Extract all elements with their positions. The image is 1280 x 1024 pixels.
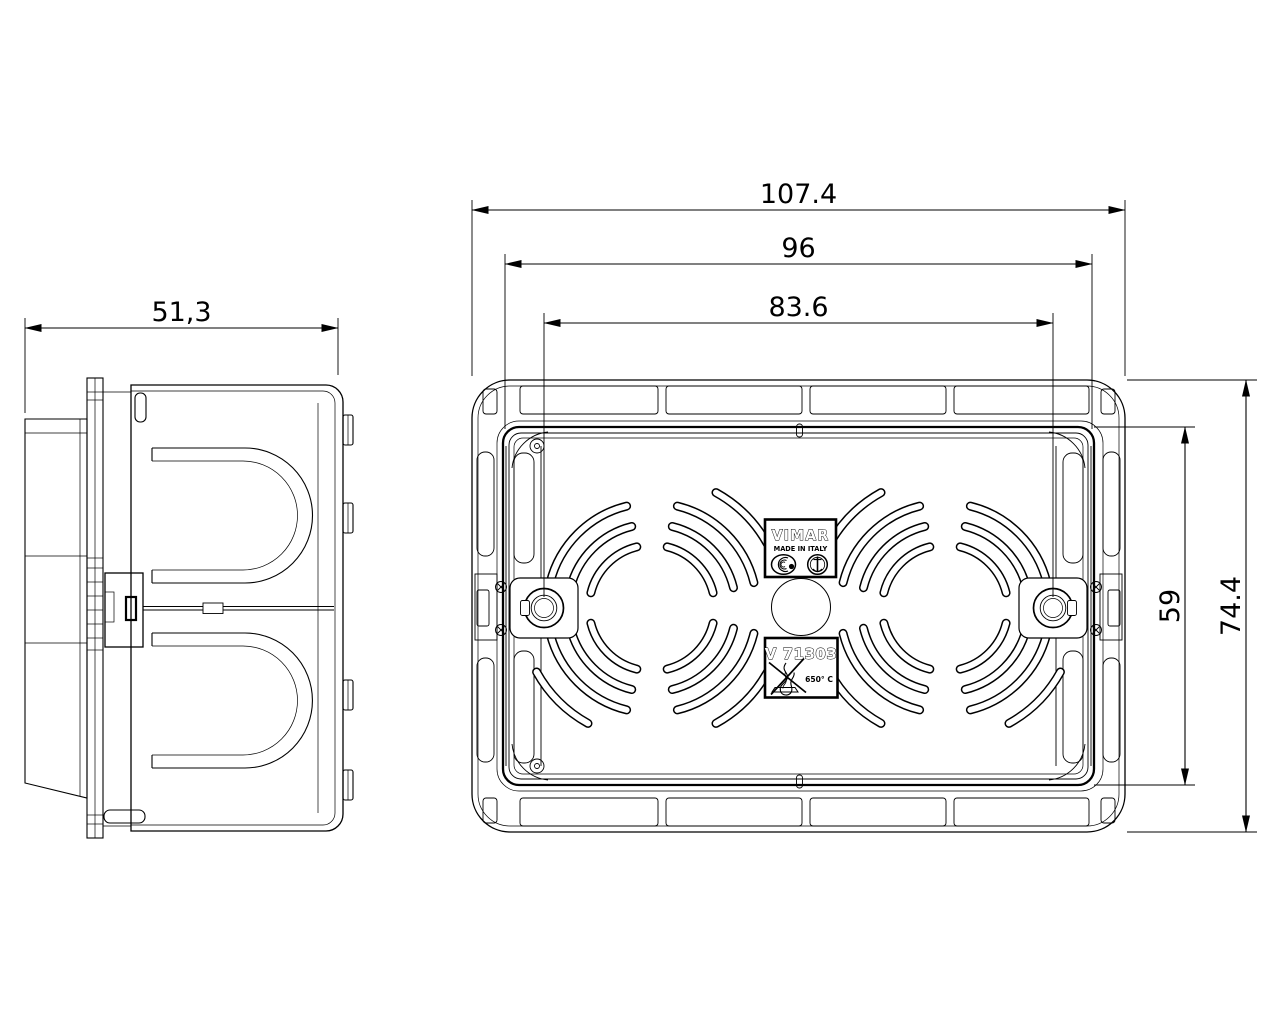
dim-label-body-width: 96 bbox=[781, 233, 815, 264]
dimension-annotations: 107.4 96 83.6 51,3 59 bbox=[24, 179, 1257, 833]
rim-clip-bumps bbox=[342, 414, 354, 801]
corner-arcs bbox=[511, 431, 1086, 781]
model-label: V 71303 650° C bbox=[763, 636, 839, 699]
module-centre-pin-top bbox=[796, 423, 803, 438]
imq-certification-mark-icon bbox=[770, 553, 797, 576]
side-knockout-arches bbox=[151, 447, 313, 769]
made-in-italy-text: MADE IN ITALY bbox=[774, 545, 828, 553]
dim-fixing-centres: 83.6 bbox=[543, 292, 1054, 597]
front-view: VIMAR MADE IN ITALY V 71303 bbox=[471, 379, 1126, 833]
dim-label-fixing-centres: 83.6 bbox=[768, 292, 828, 323]
dim-label-overall-height: 74.4 bbox=[1216, 576, 1247, 636]
dim-depth: 51,3 bbox=[24, 297, 339, 413]
dim-overall-width: 107.4 bbox=[471, 179, 1126, 376]
vimar-label: VIMAR MADE IN ITALY bbox=[763, 518, 838, 579]
dim-label-depth: 51,3 bbox=[151, 297, 211, 328]
certification-mark-icon bbox=[806, 553, 829, 576]
knockout-rings bbox=[532, 488, 1065, 728]
screw-boss-right bbox=[1018, 577, 1088, 639]
mounting-rails bbox=[505, 446, 1092, 766]
rail-fastener-icons bbox=[495, 581, 1102, 636]
crossed-flame-650c-icon bbox=[768, 657, 807, 696]
module-centre-pin-bottom bbox=[796, 774, 803, 789]
model-text: V 71303 bbox=[765, 645, 838, 663]
flange-rungs bbox=[87, 391, 103, 825]
dim-overall-height: 74.4 bbox=[1127, 379, 1257, 833]
glow-wire-temp-text: 650° C bbox=[805, 675, 833, 684]
perimeter-slots bbox=[474, 385, 1123, 827]
dim-inner-height: 59 bbox=[1094, 426, 1195, 786]
brand-text: VIMAR bbox=[772, 528, 830, 544]
side-view bbox=[24, 377, 354, 839]
dim-body-width: 96 bbox=[504, 233, 1093, 429]
dim-label-inner-height: 59 bbox=[1155, 589, 1186, 623]
dim-label-overall-width: 107.4 bbox=[760, 179, 837, 210]
